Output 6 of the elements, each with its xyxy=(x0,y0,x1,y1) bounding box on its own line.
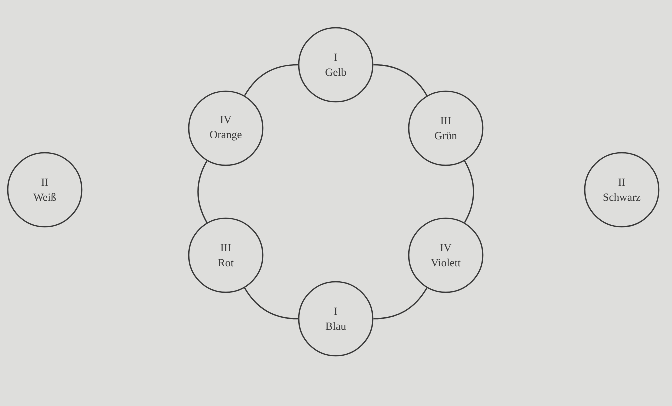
ring-arc xyxy=(244,288,298,320)
ring-arc xyxy=(198,160,208,224)
ring-arc xyxy=(244,64,298,96)
ring-arc xyxy=(374,288,428,320)
ring-arc xyxy=(464,160,475,224)
ring-arc xyxy=(374,64,428,96)
